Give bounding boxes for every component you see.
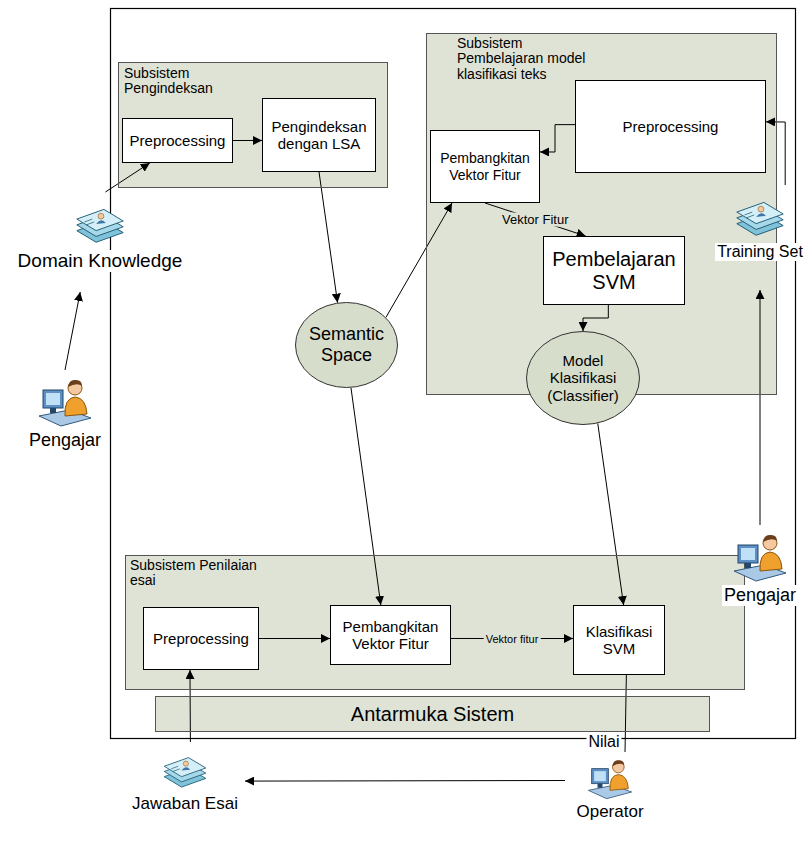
process-box: Klasifikasi SVM <box>573 605 665 675</box>
user-icon <box>585 752 635 802</box>
connector <box>65 292 80 370</box>
connector <box>233 140 262 141</box>
edge-label: Vektor fitur <box>484 632 541 645</box>
document-actor: Jawaban Esai <box>125 742 245 827</box>
node-label: Training Set <box>715 243 805 261</box>
connector <box>319 172 338 303</box>
node-label: Domain Knowledge <box>16 250 185 272</box>
panel-heading: Subsistem Pembelajaran model klasifikasi… <box>457 36 602 82</box>
node-label: Preprocessing <box>623 118 719 135</box>
node-label: Klasifikasi SVM <box>578 623 660 658</box>
subsystem-panel: Subsistem Penilaian esaiPreprocessing Pem… <box>125 555 745 690</box>
node-label: Pengajar <box>27 430 103 451</box>
ellipse-shape <box>296 303 398 388</box>
node-label: Operator <box>574 802 645 822</box>
connector <box>766 122 785 185</box>
document-icon <box>71 192 129 250</box>
document-icon <box>159 742 211 794</box>
user-actor: Pengajar <box>715 525 805 620</box>
connector <box>386 203 452 317</box>
node-label: Preprocessing <box>130 132 226 149</box>
node-label: Semantic Space <box>306 324 388 365</box>
edge-label: Nilai <box>586 733 621 751</box>
node-label: Pengindeksan dengan LSA <box>267 118 371 153</box>
ellipse-shape <box>527 332 640 425</box>
connector <box>485 203 586 236</box>
node-label: Model Klasifikasi (Classifier) <box>541 352 625 404</box>
user-actor: Operator <box>565 752 655 827</box>
interface-band: Antarmuka Sistem <box>155 696 710 732</box>
user-icon <box>35 370 95 430</box>
connector <box>583 305 608 331</box>
document-actor: Training Set <box>715 185 805 290</box>
user-actor: Pengajar <box>15 370 115 465</box>
panel-fills <box>118 33 777 732</box>
node-label: Pembangkitan Vektor Fitur <box>435 150 535 182</box>
process-box: Pengindeksan dengan LSA <box>262 98 376 172</box>
node-label: Pembelajaran SVM <box>548 248 680 294</box>
document-actor: Domain Knowledge <box>10 192 190 292</box>
panel-fill <box>155 696 710 732</box>
node-label: Pembangkitan Vektor Fitur <box>335 618 446 653</box>
panel-heading: Subsistem Penilaian esai <box>130 558 280 589</box>
system-boundary <box>111 9 796 739</box>
panel-fill <box>125 555 745 690</box>
node-label: Preprocessing <box>153 630 249 647</box>
connector <box>625 675 626 752</box>
user-icon <box>730 525 790 585</box>
node-label: Jawaban Esai <box>130 794 240 814</box>
panel-heading: Subsistem Pengindeksan <box>124 66 229 97</box>
process-box: Pembelajaran SVM <box>543 236 685 305</box>
connector <box>540 125 575 152</box>
connector <box>351 388 381 605</box>
subsystem-panel: Subsistem PengindeksanPreprocessing Pengi… <box>118 62 388 188</box>
connector <box>245 780 565 782</box>
connector <box>760 290 761 525</box>
connector <box>259 638 330 639</box>
data-ellipse: Model Klasifikasi (Classifier) <box>526 331 640 425</box>
document-icon <box>731 185 789 243</box>
process-box: Preprocessing <box>575 80 766 173</box>
node-label: Antarmuka Sistem <box>351 703 514 726</box>
edge-label: Vektor Fitur <box>500 212 570 227</box>
node-label: Pengajar <box>722 585 798 606</box>
process-box: Pembangkitan Vektor Fitur <box>330 605 451 665</box>
process-box: Preprocessing <box>143 607 259 670</box>
process-box: Pembangkitan Vektor Fitur <box>430 130 540 203</box>
process-box: Preprocessing <box>122 118 233 163</box>
data-ellipse: Semantic Space <box>295 302 398 388</box>
connector <box>598 423 624 605</box>
panel-fill <box>118 62 388 188</box>
